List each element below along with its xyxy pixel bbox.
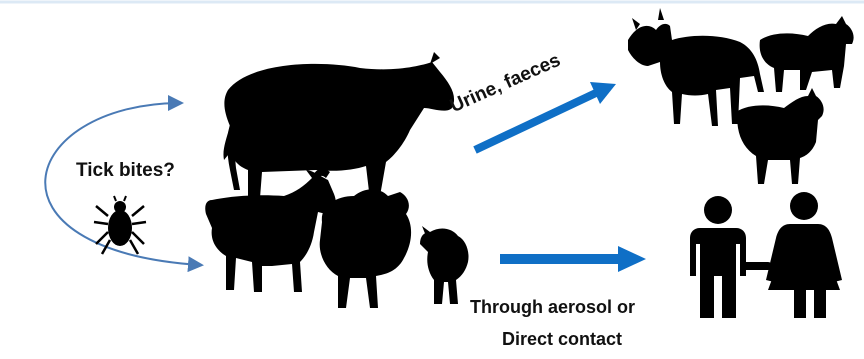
aerosol-label: Through aerosol or — [470, 297, 636, 317]
direct-contact-label: Direct contact — [502, 329, 623, 349]
human-couple-icon — [690, 192, 842, 318]
tick-bites-label: Tick bites? — [76, 160, 175, 181]
lamb-icon — [420, 226, 469, 304]
urine-arrow — [473, 82, 616, 154]
cattle-herd-icon — [628, 8, 854, 184]
tick-icon — [93, 195, 147, 255]
sheep-icon — [319, 189, 412, 308]
tick-cycle-arrows — [44, 95, 204, 273]
cycle-arrow-bottom — [44, 102, 204, 273]
goat-icon — [205, 168, 336, 292]
cow-icon — [223, 52, 455, 200]
aerosol-arrow — [500, 246, 646, 272]
